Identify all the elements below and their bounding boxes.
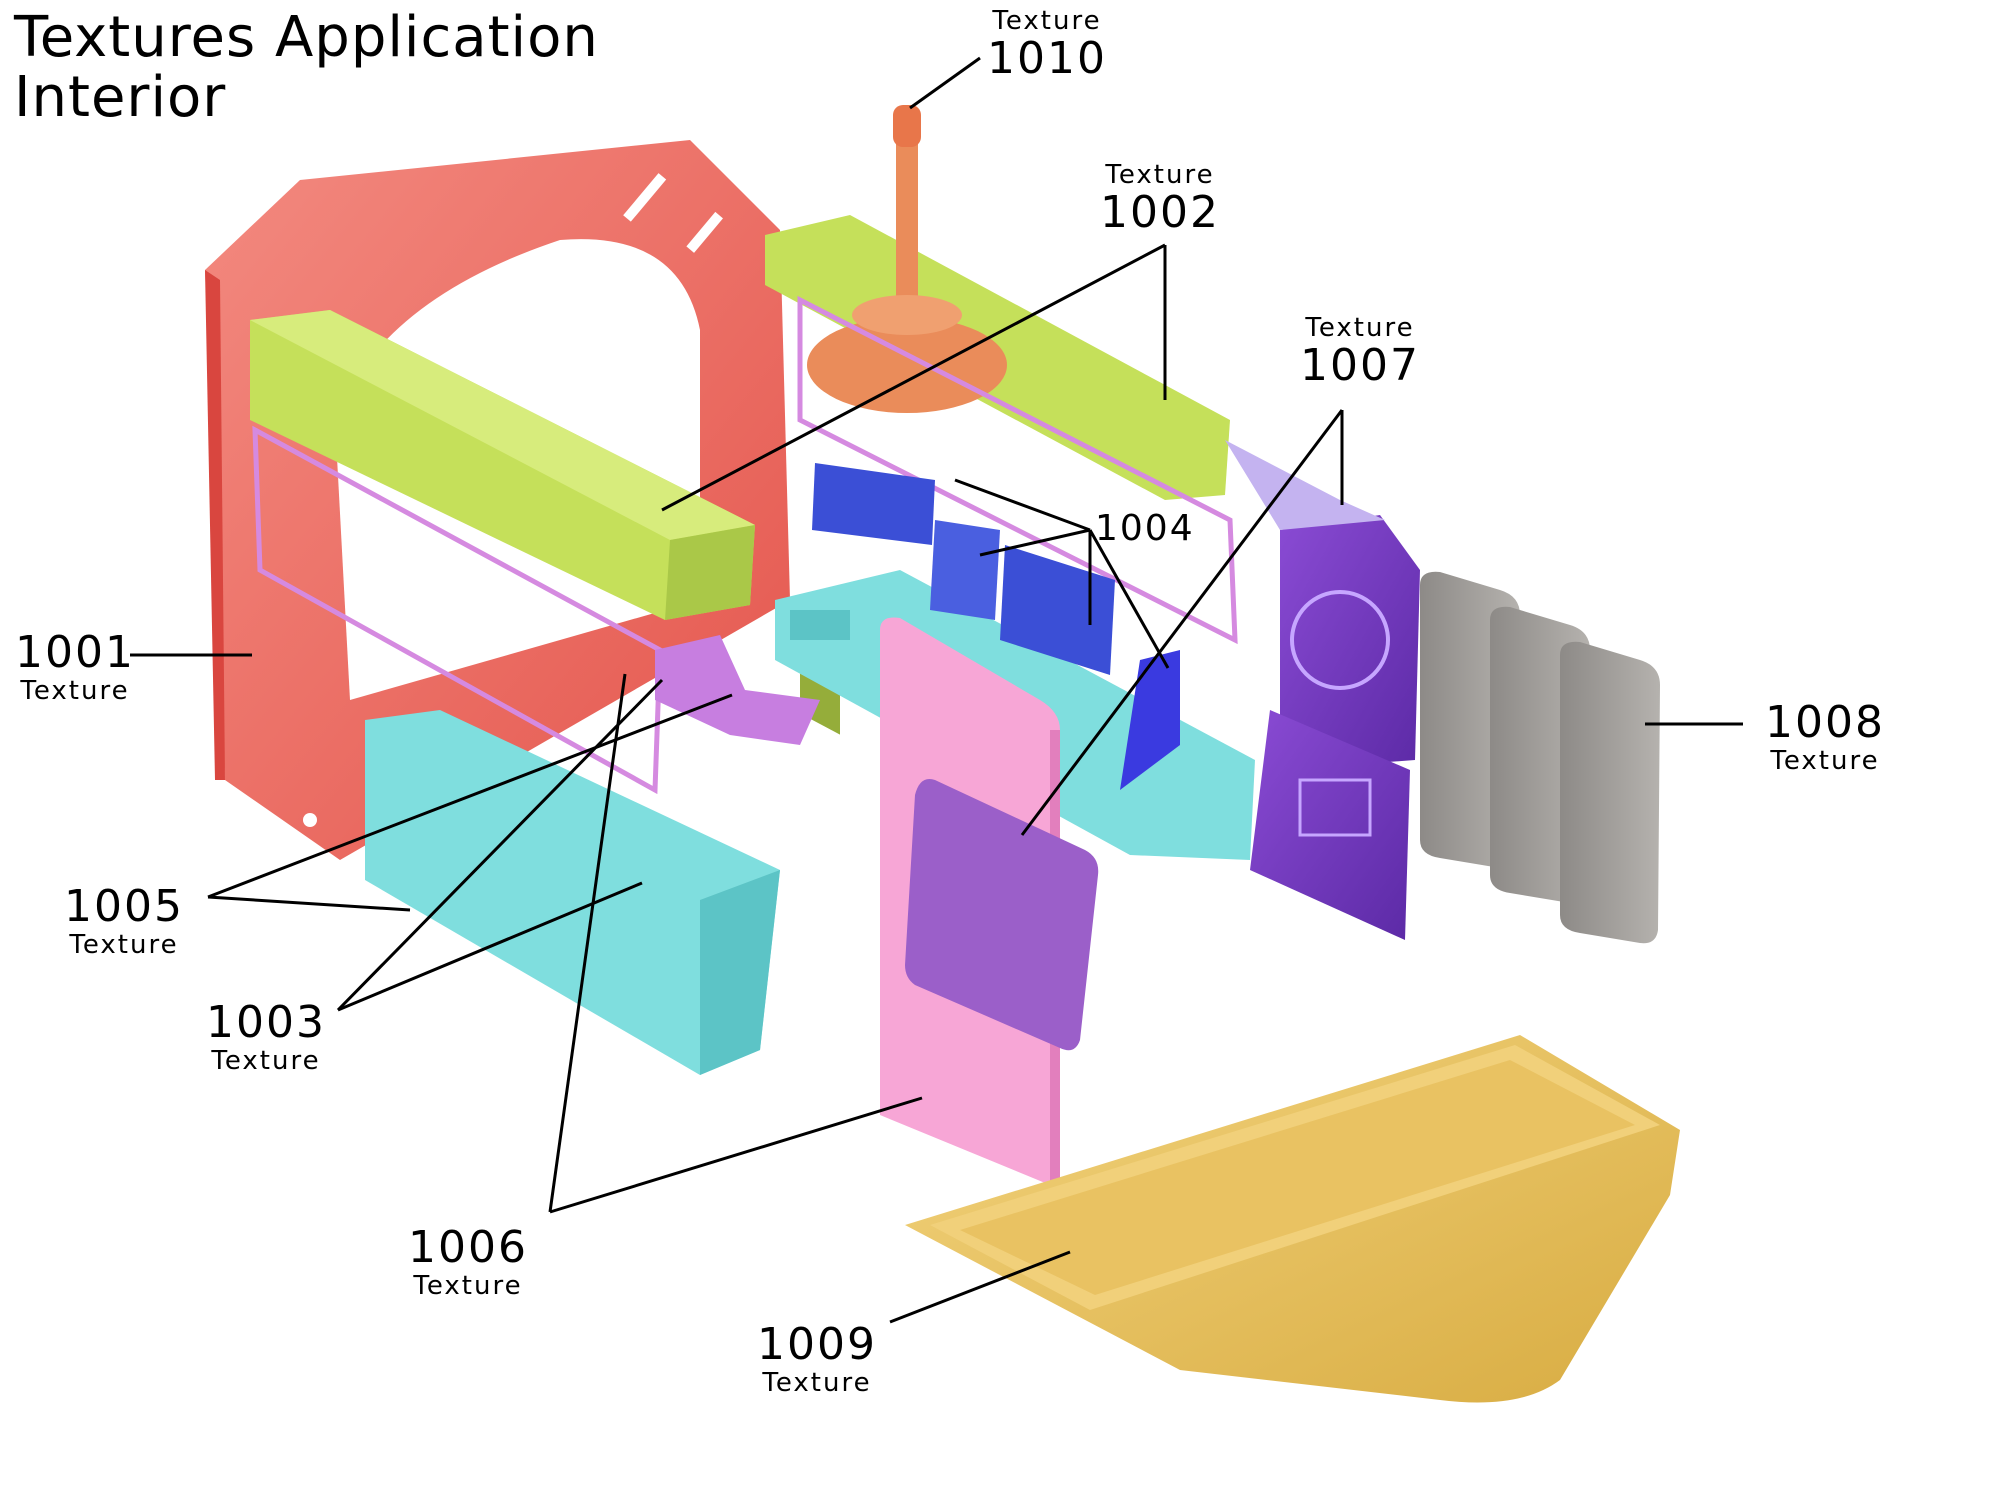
- gray-blocks-part: [1420, 571, 1660, 944]
- callout-1006: 1006 Texture: [408, 1222, 528, 1302]
- callout-1010-word: Texture: [992, 6, 1102, 36]
- lamp-part: [807, 105, 1007, 413]
- callout-1007: Texture 1007: [1300, 313, 1420, 389]
- callout-1009: 1009 Texture: [757, 1319, 877, 1399]
- callout-1003-word: Texture: [211, 1046, 321, 1076]
- gold-seat-part: [905, 1035, 1680, 1403]
- beam-left-part: [250, 310, 755, 620]
- callout-1002-number: 1002: [1100, 187, 1220, 238]
- violet-screen-part: [1225, 440, 1420, 940]
- callout-1004-number: 1004: [1095, 508, 1195, 549]
- callout-1007-number: 1007: [1300, 340, 1420, 391]
- callout-1008: 1008 Texture: [1765, 697, 1885, 777]
- callout-1008-number: 1008: [1765, 697, 1885, 748]
- callout-1002: Texture 1002: [1100, 160, 1220, 236]
- callout-1002-word: Texture: [1105, 160, 1215, 190]
- purple-bracket-part: [655, 635, 820, 745]
- callout-1003: 1003 Texture: [206, 997, 326, 1077]
- callout-1005-number: 1005: [64, 881, 184, 932]
- callout-1001-number: 1001: [15, 627, 135, 678]
- diagram-title: Textures Application Interior: [14, 8, 599, 128]
- callout-1004: 1004: [1095, 506, 1195, 552]
- callout-1007-word: Texture: [1305, 313, 1415, 343]
- callout-1005-word: Texture: [69, 930, 179, 960]
- title-line-2: Interior: [14, 65, 227, 130]
- callout-1010-number: 1010: [987, 33, 1107, 84]
- channel-left-part: [365, 710, 780, 1075]
- title-line-1: Textures Application: [14, 5, 599, 70]
- callout-1009-word: Texture: [762, 1368, 872, 1398]
- callout-1003-number: 1003: [206, 997, 326, 1048]
- purple-pad-part: [905, 779, 1099, 1051]
- callout-1001: 1001 Texture: [15, 627, 135, 707]
- callout-1006-word: Texture: [413, 1271, 523, 1301]
- callout-1010: Texture 1010: [987, 6, 1107, 82]
- blue-screens-part: [812, 463, 1180, 790]
- callout-1008-word: Texture: [1770, 746, 1880, 776]
- callout-1005: 1005 Texture: [64, 881, 184, 961]
- ring-trim-part: [252, 295, 1238, 795]
- leader-lines: [130, 56, 1743, 1324]
- callout-1009-number: 1009: [757, 1319, 877, 1370]
- callout-1006-number: 1006: [408, 1222, 528, 1273]
- callout-1001-word: Texture: [20, 676, 130, 706]
